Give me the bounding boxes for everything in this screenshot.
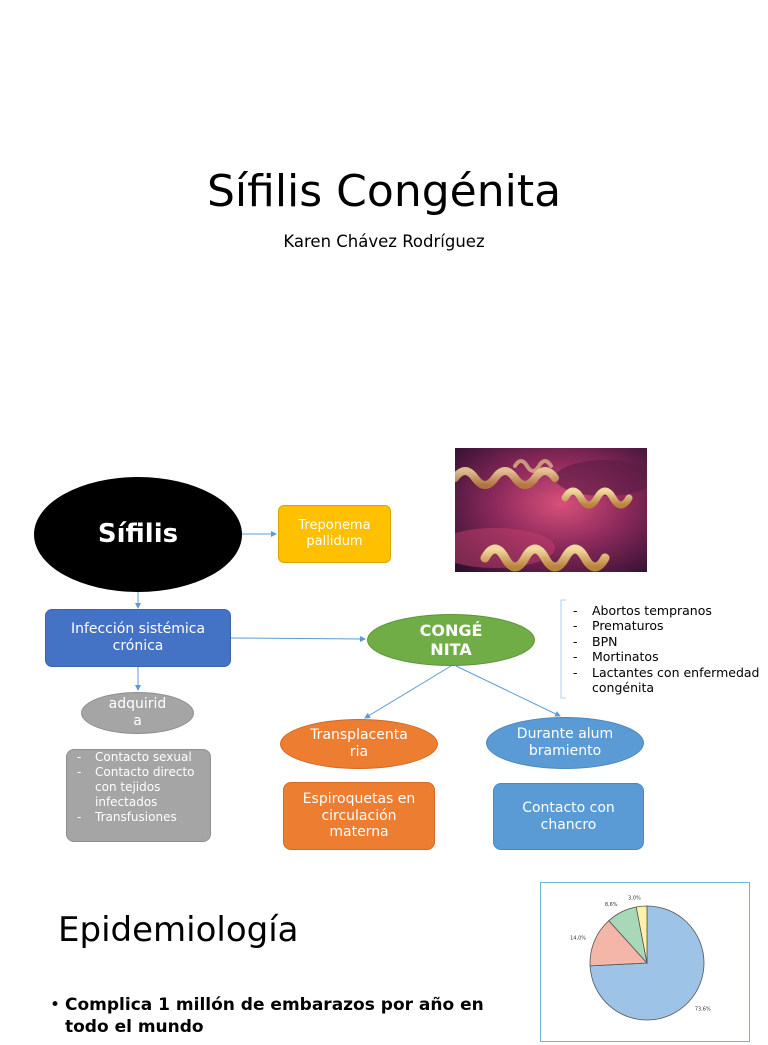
epidemiology-bullet-text: Complica 1 millón de embarazos por año e… <box>65 995 484 1037</box>
pie-slice-label: 8,6% <box>605 902 618 908</box>
node-espiroquetas: Espiroquetas en circulación materna <box>283 782 435 850</box>
acquired-item: Contacto sexual <box>75 750 206 765</box>
connector-infection-congenital <box>230 635 366 642</box>
outcome-item: Mortinatos <box>562 649 762 665</box>
node-adquirida-label: adquirida <box>108 696 167 729</box>
pie-slice <box>589 905 705 1021</box>
pie-slice-label: 73,6% <box>695 1006 711 1012</box>
acquired-list: Contacto sexual Contacto directo con tej… <box>66 749 211 842</box>
spirochete-illustration <box>455 448 647 572</box>
outcome-item: Prematuros <box>562 618 762 634</box>
pie-slice-label: 14,0% <box>570 936 586 942</box>
diagram-connectors <box>135 531 566 719</box>
connector-congenital-transplacental <box>364 665 452 719</box>
pie-chart-frame: 73,6% 14,0% 8,6% 3,0% <box>540 882 750 1042</box>
bracket <box>560 599 566 699</box>
node-durante-label: Durante alumbramiento <box>516 726 614 759</box>
pie-chart: 73,6% 14,0% 8,6% 3,0% <box>570 895 711 1021</box>
node-infeccion: Infección sistémica crónica <box>45 609 231 667</box>
pie-slice-label: 3,0% <box>628 895 641 901</box>
node-transplacentaria-label: Transplacentaria <box>310 727 408 760</box>
pie-slice <box>589 920 648 967</box>
node-congenita-label: CONGÉNITA <box>419 620 483 659</box>
outcome-item: BPN <box>562 634 762 650</box>
node-transplacentaria: Transplacentaria <box>280 719 438 769</box>
epidemiology-bullet: • Complica 1 millón de embarazos por año… <box>50 994 510 1038</box>
node-contacto-chancro: Contacto con chancro <box>493 783 644 850</box>
slide-author: Karen Chávez Rodríguez <box>283 232 485 251</box>
pie-slice <box>635 905 648 964</box>
acquired-item: Contacto directo con tejidos infectados <box>75 765 206 810</box>
node-sifilis: Sífilis <box>34 477 242 592</box>
outcome-item: Abortos tempranos <box>562 603 762 619</box>
node-adquirida: adquirida <box>81 692 194 734</box>
node-durante-alumbramiento: Durante alumbramiento <box>486 717 644 769</box>
acquired-item: Transfusiones <box>75 810 206 825</box>
outcome-item: Lactantes con enfermedad congénita <box>562 665 762 696</box>
epidemiology-heading: Epidemiología <box>58 910 299 950</box>
bullet-dot: • <box>50 995 61 1015</box>
congenital-outcomes-list: Abortos tempranos Prematuros BPN Mortina… <box>562 603 762 695</box>
connector-congenital-birth <box>455 665 561 717</box>
slide-title: Sífilis Congénita <box>206 166 562 217</box>
node-treponema: Treponema pallidum <box>278 505 391 563</box>
node-congenita: CONGÉNITA <box>367 614 535 666</box>
